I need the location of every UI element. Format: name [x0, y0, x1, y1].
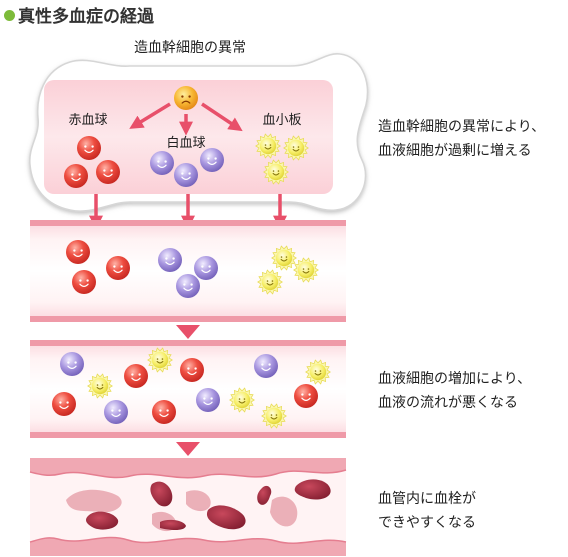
- rbc-cell: [124, 364, 148, 388]
- rbc-cell: [64, 164, 88, 188]
- wbc-cell: [194, 256, 218, 280]
- wbc-cell: [158, 248, 182, 272]
- stage1-line2: 血液細胞が過剰に増える: [378, 143, 532, 159]
- step-arrow-1: [176, 325, 200, 339]
- stage2-line2: 血液の流れが悪くなる: [378, 395, 518, 411]
- rbc-cell: [66, 240, 90, 264]
- platelet-cell: [229, 387, 255, 413]
- title-text: 真性多血症の経過: [18, 7, 154, 27]
- release-arrows: [89, 194, 287, 230]
- platelet-cell: [87, 373, 113, 399]
- platelet-cell: [305, 359, 331, 385]
- stage2-caption: 血液細胞の増加により、 血液の流れが悪くなる: [378, 367, 531, 415]
- platelet-cell: [255, 133, 281, 159]
- stem-cell: [174, 86, 198, 110]
- vessel2-cells: [52, 347, 331, 429]
- step-arrow-2: [176, 442, 200, 456]
- platelet-cell: [261, 403, 287, 429]
- wbc-label: 白血球: [166, 135, 205, 151]
- rbc-cell: [294, 384, 318, 408]
- platelet-cell: [147, 347, 173, 373]
- rbc-label: 赤血球: [68, 113, 107, 128]
- rbc-cell: [180, 358, 204, 382]
- rbc-cell: [77, 136, 101, 160]
- wbc-cell: [200, 148, 224, 172]
- stage2-line1: 血液細胞の増加により、: [378, 371, 532, 387]
- wbc-cell: [60, 352, 84, 376]
- wbc-cell: [196, 388, 220, 412]
- platelet-cell: [293, 257, 319, 283]
- wbc-cell: [176, 274, 200, 298]
- page-title: 真性多血症の経過: [4, 2, 154, 27]
- marrow-cells: [64, 86, 309, 188]
- wbc-cell: [150, 151, 174, 175]
- blood-clots: [86, 479, 331, 530]
- bullet-icon: [4, 10, 15, 21]
- vessel-thrombus: [29, 458, 347, 556]
- platelet-cell: [283, 135, 309, 161]
- rbc-cell: [106, 256, 130, 280]
- marrow-label: 造血幹細胞の異常: [134, 39, 246, 56]
- rbc-cell: [72, 270, 96, 294]
- platelet-cell: [271, 245, 297, 271]
- stage1-line1: 造血幹細胞の異常により、: [378, 119, 546, 135]
- rbc-cell: [52, 392, 76, 416]
- vessel1-cells: [66, 240, 319, 298]
- wbc-cell: [104, 400, 128, 424]
- platelet-cell: [257, 269, 283, 295]
- differentiation-arrows: [129, 102, 243, 136]
- wbc-cell: [174, 163, 198, 187]
- rbc-cell: [152, 400, 176, 424]
- stage3-caption: 血管内に血栓が できやすくなる: [378, 487, 476, 535]
- platelet-cell: [263, 159, 289, 185]
- rbc-cell: [96, 160, 120, 184]
- stage3-line2: できやすくなる: [378, 515, 476, 531]
- stage3-line1: 血管内に血栓が: [378, 491, 476, 507]
- stage1-caption: 造血幹細胞の異常により、 血液細胞が過剰に増える: [378, 115, 545, 163]
- platelet-label: 血小板: [262, 113, 301, 128]
- wbc-cell: [254, 354, 278, 378]
- vessel-crowded-flow: [30, 340, 346, 438]
